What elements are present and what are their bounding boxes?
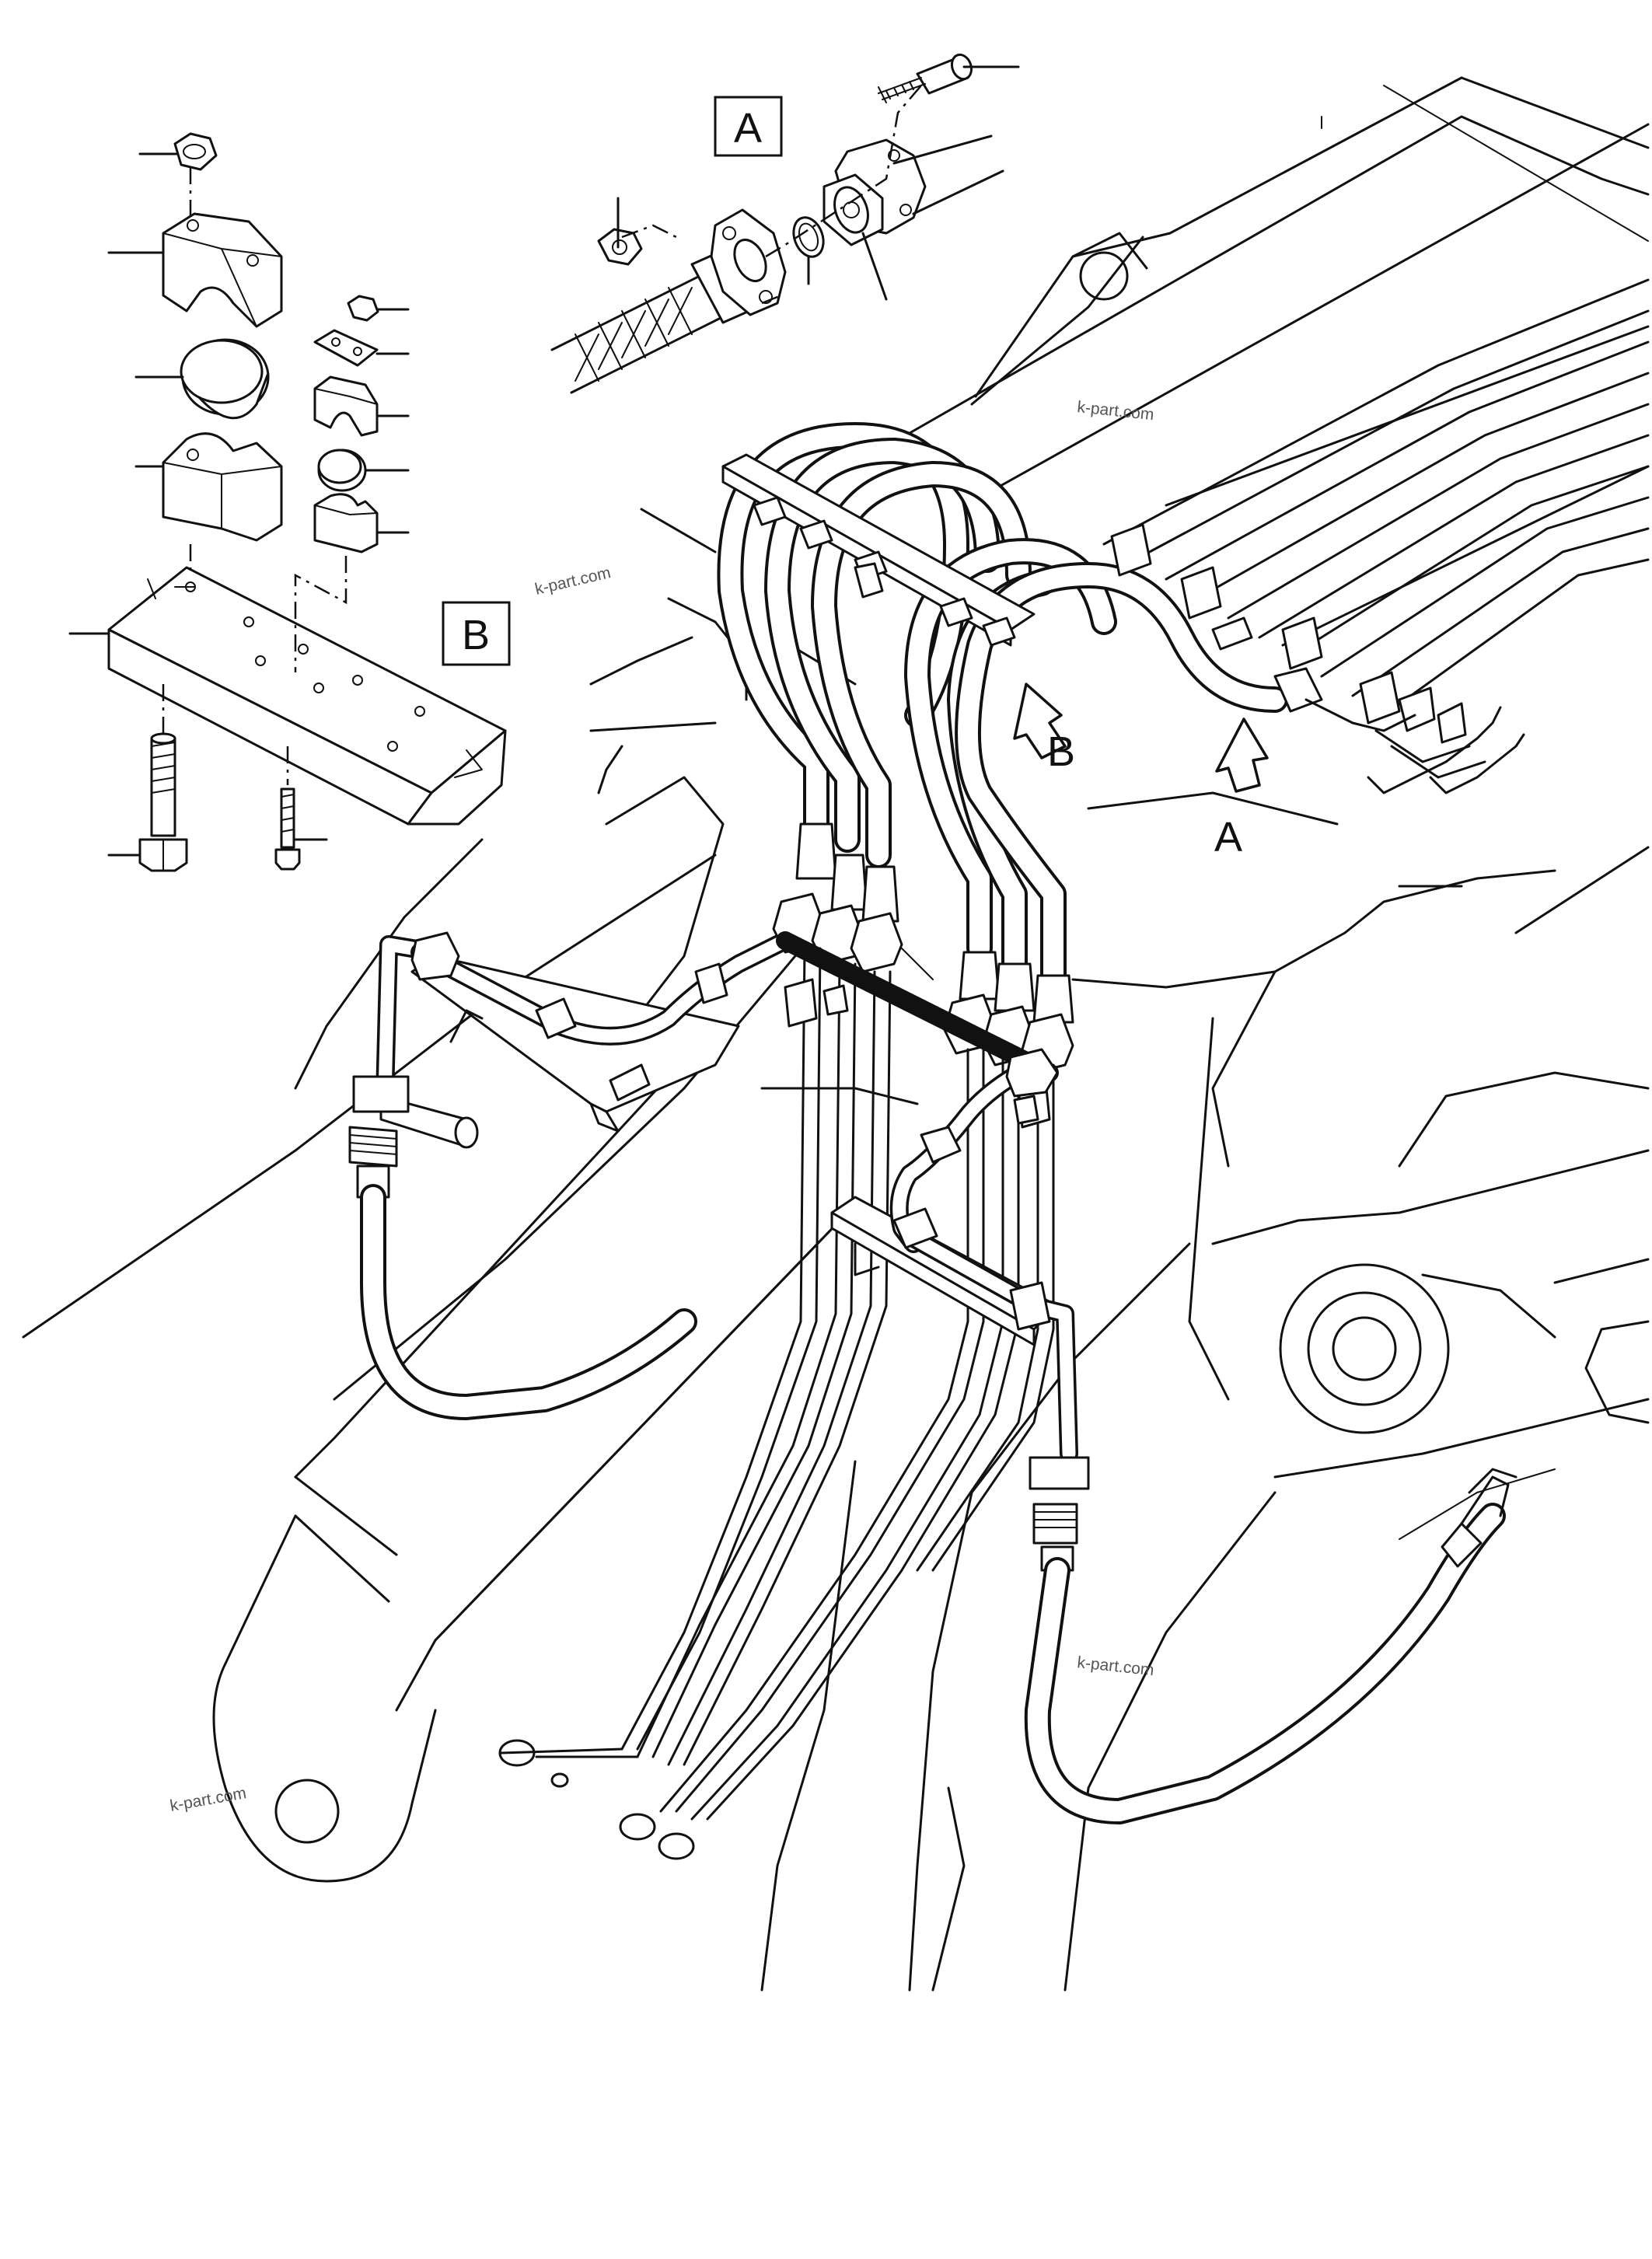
watermark-text: k-part.com xyxy=(1076,1653,1154,1679)
flange-hex-nut xyxy=(597,228,643,266)
callout-arrow-b: B xyxy=(1013,683,1075,775)
detail-a-letter: A xyxy=(734,105,762,152)
short-clamp-screw xyxy=(274,787,301,871)
boom-outline xyxy=(22,76,1650,1992)
small-clamp-nut xyxy=(347,295,379,322)
small-upper-clamp xyxy=(313,375,379,437)
clamp-top-nut xyxy=(173,132,218,171)
detail-a-label: A xyxy=(714,96,783,157)
arrow-a-letter: A xyxy=(1214,814,1242,861)
detail-b-letter: B xyxy=(462,612,490,658)
hose-braid-pattern xyxy=(575,287,693,382)
small-clamp-plate xyxy=(313,329,379,367)
detail-a-flange-assembly xyxy=(550,53,1020,394)
watermark-text: k-part.com xyxy=(533,564,613,599)
small-lower-clamp xyxy=(313,493,379,553)
upper-clamp-half xyxy=(162,212,283,328)
clamp-rubber-grommet xyxy=(180,338,270,420)
detail-b-label: B xyxy=(442,601,511,666)
long-hex-bolt xyxy=(138,732,188,872)
right-pipe-route xyxy=(776,931,1518,1824)
hose-loop-clamp-strap xyxy=(640,453,1036,647)
detail-b-clamp-assembly xyxy=(68,132,507,872)
small-grommet xyxy=(317,449,367,492)
central-fittings-and-tubes xyxy=(498,822,1074,1860)
left-pipe-support xyxy=(348,931,795,1420)
watermark-text: k-part.com xyxy=(1076,398,1154,424)
watermark-text: k-part.com xyxy=(169,1784,248,1815)
callout-arrow-a: A xyxy=(1214,718,1269,861)
arrow-b-letter: B xyxy=(1047,728,1075,775)
upper-right-tube-bundle xyxy=(1102,278,1650,794)
